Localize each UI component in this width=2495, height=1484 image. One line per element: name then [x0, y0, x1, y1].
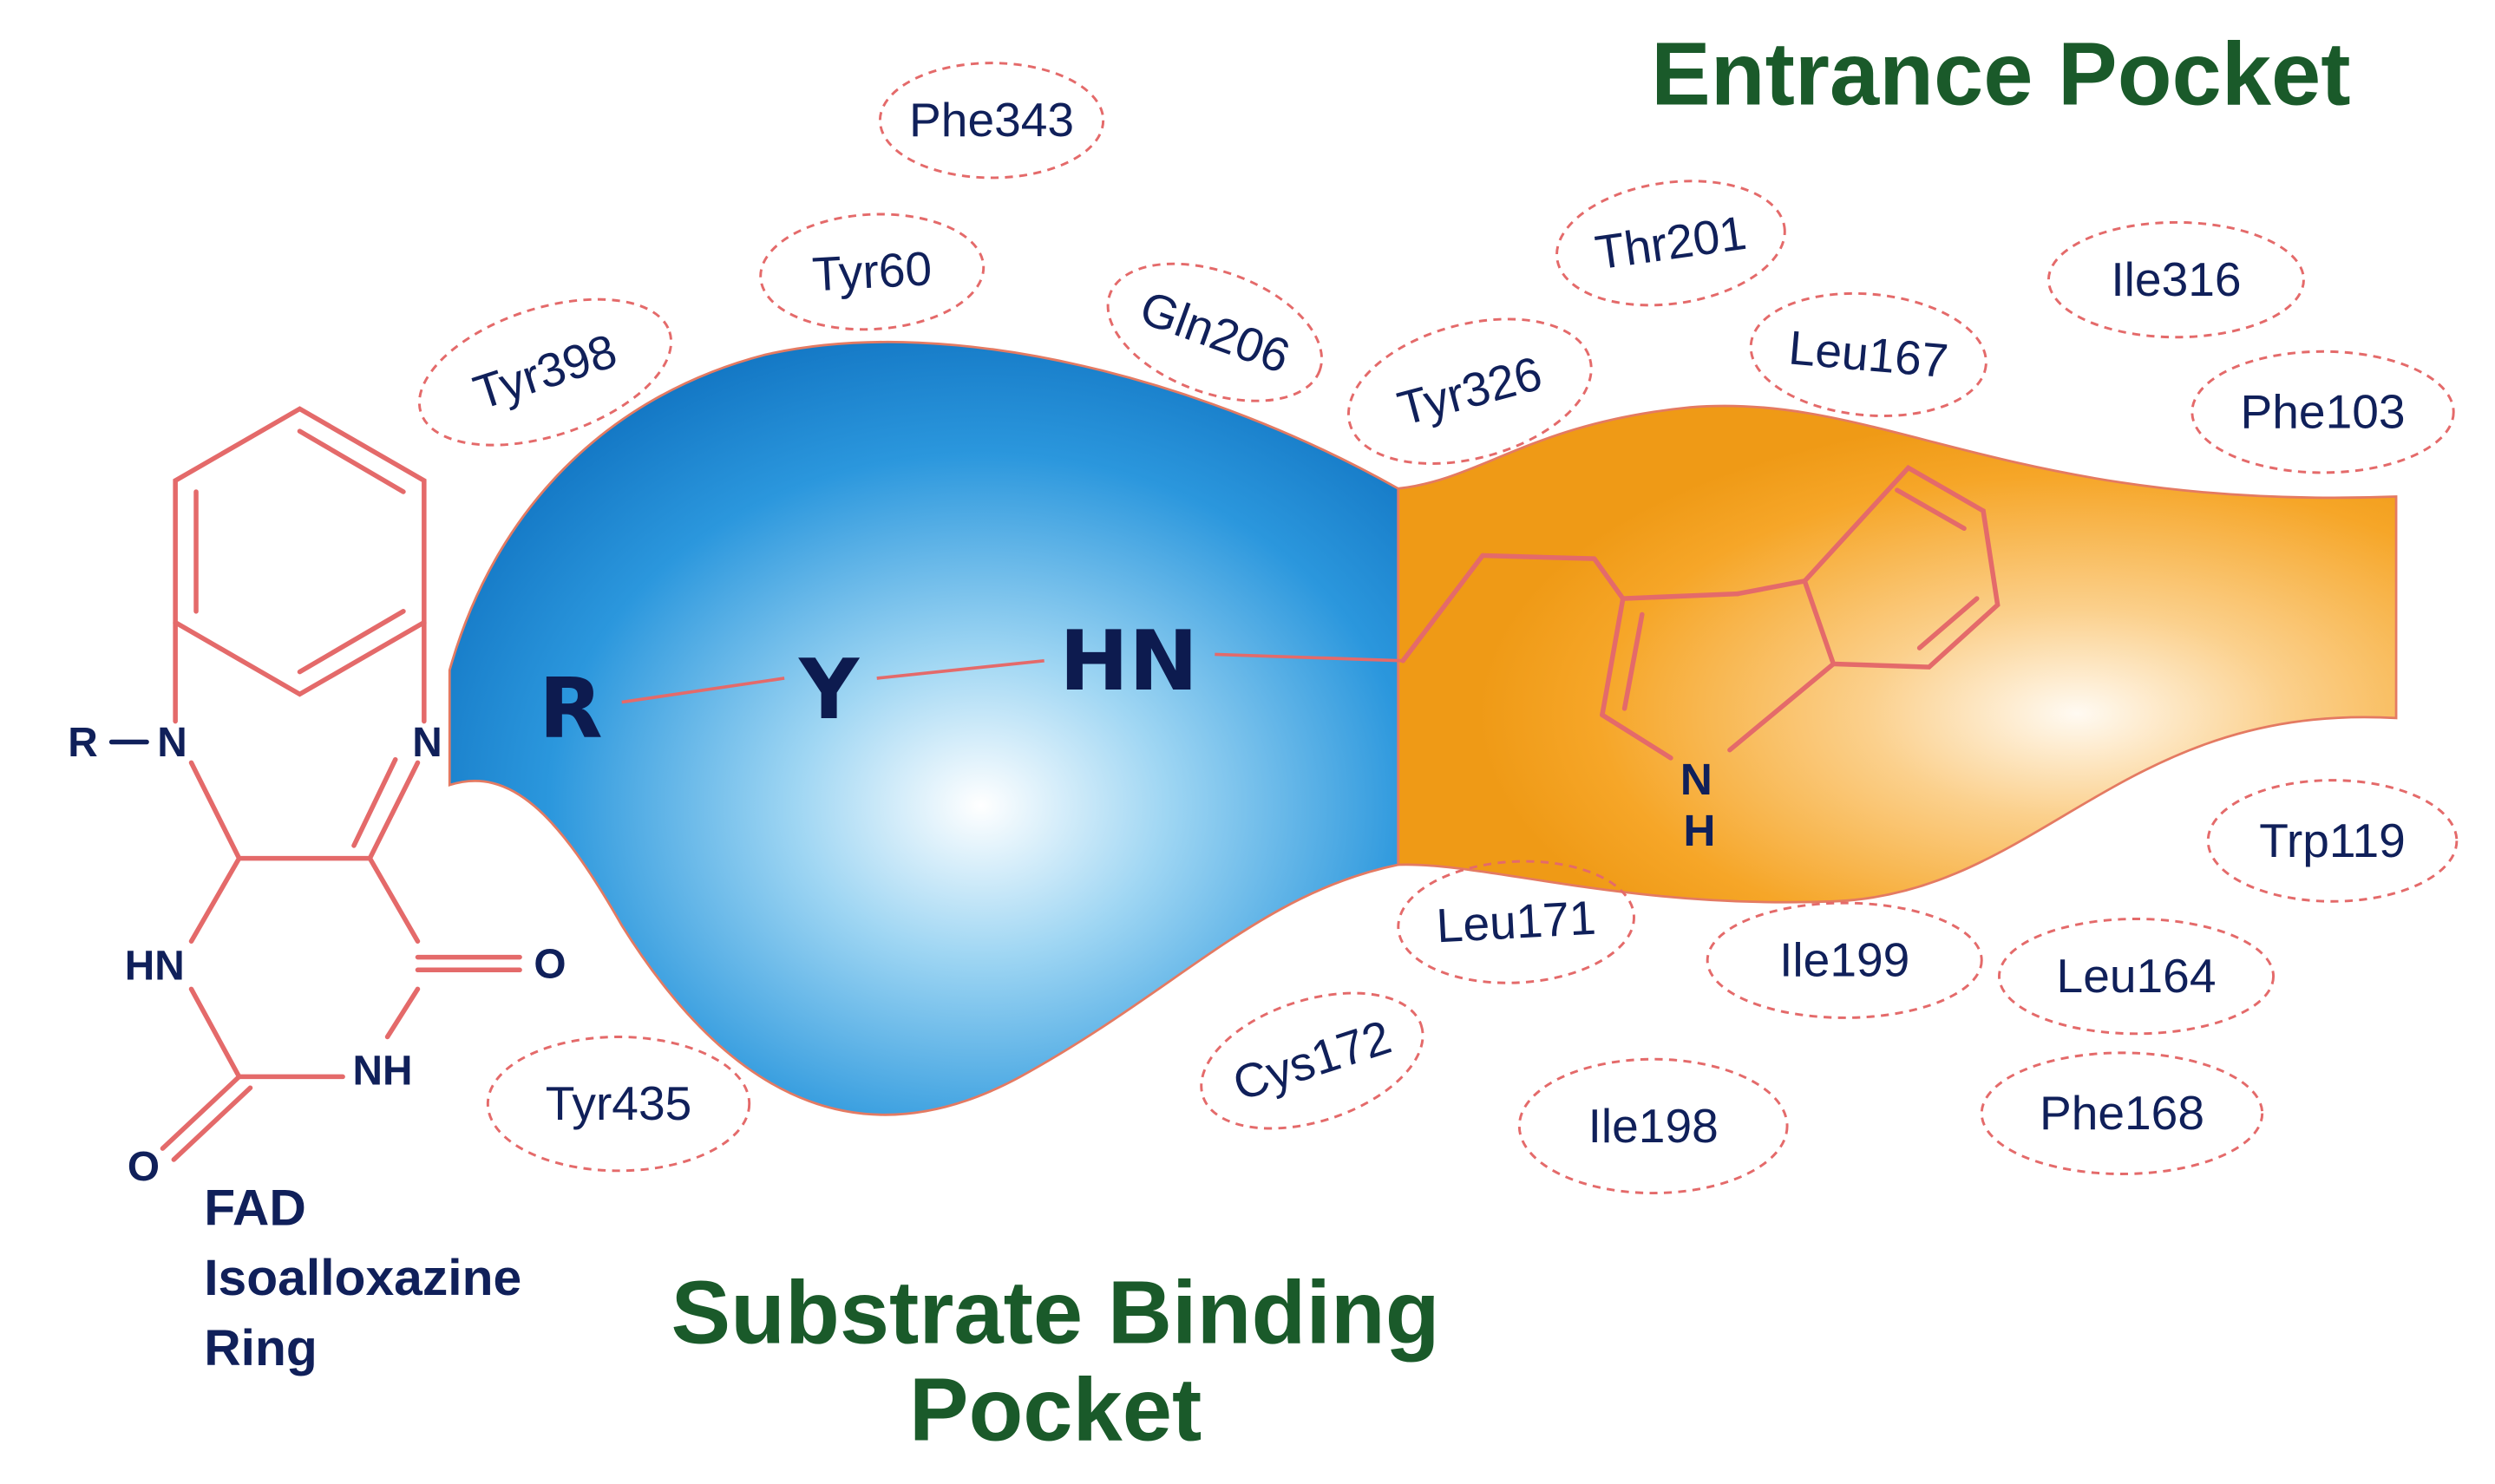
fad-caption-line3: Ring: [204, 1320, 318, 1376]
entrance-pocket-title: Entrance Pocket: [1651, 23, 2350, 123]
residue-label: Phe343: [909, 93, 1074, 147]
ligand-r-label: R: [539, 660, 603, 757]
residue-label: Leu167: [1787, 320, 1951, 388]
fad-nh-label: NH: [353, 1049, 413, 1095]
fad-caption-line2: Isoalloxazine: [204, 1250, 521, 1306]
residue-label: Ile199: [1779, 933, 1909, 987]
substrate-pocket-title-line1: Substrate Binding: [671, 1262, 1439, 1362]
fad-hn-label: HN: [125, 943, 185, 989]
fad-o-right-label: O: [534, 941, 566, 987]
residue-cys172: Cys172: [1200, 991, 1424, 1130]
residue-leu164: Leu164: [1998, 918, 2276, 1036]
fad-n1-label: N: [157, 720, 187, 766]
residue-ellipse: [2190, 350, 2455, 474]
ligand-hn-label: HN: [1059, 612, 1198, 709]
residue-label: Trp119: [2259, 814, 2406, 867]
residue-ellipse: [486, 1036, 751, 1173]
residue-label: Ile198: [1588, 1099, 1719, 1153]
fad-isoalloxazine-ring-structure: [108, 406, 522, 1162]
residue-phe168: Phe168: [1980, 1051, 2264, 1175]
residue-ellipse: [417, 297, 673, 447]
fad-caption-line1: FAD: [204, 1180, 306, 1236]
residue-leu167: Leu167: [1749, 291, 1987, 417]
residue-label: Phe168: [2040, 1086, 2204, 1140]
residue-label: Cys172: [1227, 1010, 1398, 1111]
indole-structure: [1400, 464, 2001, 761]
residue-label: Phe103: [2240, 384, 2405, 438]
residue-ellipse: [1517, 1057, 1789, 1195]
indole-h-label: H: [1683, 805, 1715, 855]
residue-ile199: Ile199: [1706, 901, 1983, 1019]
residue-label: Gln206: [1133, 280, 1296, 383]
residue-ellipse: [1555, 180, 1786, 307]
residue-label: Tyr60: [811, 241, 933, 301]
residue-ellipse: [1998, 918, 2276, 1036]
ligand-y-label: Y: [798, 641, 861, 738]
residue-ellipse: [1200, 991, 1424, 1130]
substrate-binding-pocket-shape: [448, 340, 1400, 1116]
residue-tyr435: Tyr435: [486, 1036, 751, 1173]
residue-trp119: Trp119: [2206, 779, 2459, 903]
residue-ellipse: [1706, 901, 1983, 1019]
residue-leu171: Leu171: [1397, 860, 1635, 984]
residue-ile198: Ile198: [1517, 1057, 1789, 1195]
residue-label: Ile316: [2111, 252, 2241, 306]
residue-ile316: Ile316: [2046, 220, 2305, 339]
residue-ellipse: [1980, 1051, 2264, 1175]
residue-ellipse: [1749, 291, 1987, 417]
residue-label: Leu164: [2057, 949, 2217, 1003]
residue-label: Tyr326: [1392, 346, 1548, 436]
indole-n-label: N: [1680, 754, 1712, 804]
residue-label: Tyr435: [546, 1076, 692, 1130]
residue-phe343: Phe343: [878, 62, 1105, 180]
fad-o-bottom-label: O: [128, 1144, 160, 1190]
fad-r-label: R: [68, 720, 98, 766]
residue-phe103: Phe103: [2190, 350, 2455, 474]
residue-thr201: Thr201: [1555, 180, 1786, 307]
residue-ellipse: [878, 62, 1105, 180]
ligand-bonds: [621, 652, 1404, 704]
residue-ellipse: [2206, 779, 2459, 903]
substrate-pocket-title-line2: Pocket: [909, 1359, 1202, 1459]
residue-ellipse: [1106, 262, 1324, 402]
residue-label: Thr201: [1592, 206, 1750, 280]
residue-label: Leu171: [1435, 891, 1597, 953]
fad-n5-label: N: [412, 720, 442, 766]
residue-ellipse: [759, 212, 986, 331]
residue-tyr60: Tyr60: [759, 212, 986, 331]
residue-label: Tyr398: [468, 324, 623, 420]
entrance-pocket-shape: [1397, 404, 2398, 904]
residue-ellipse: [1397, 860, 1635, 984]
